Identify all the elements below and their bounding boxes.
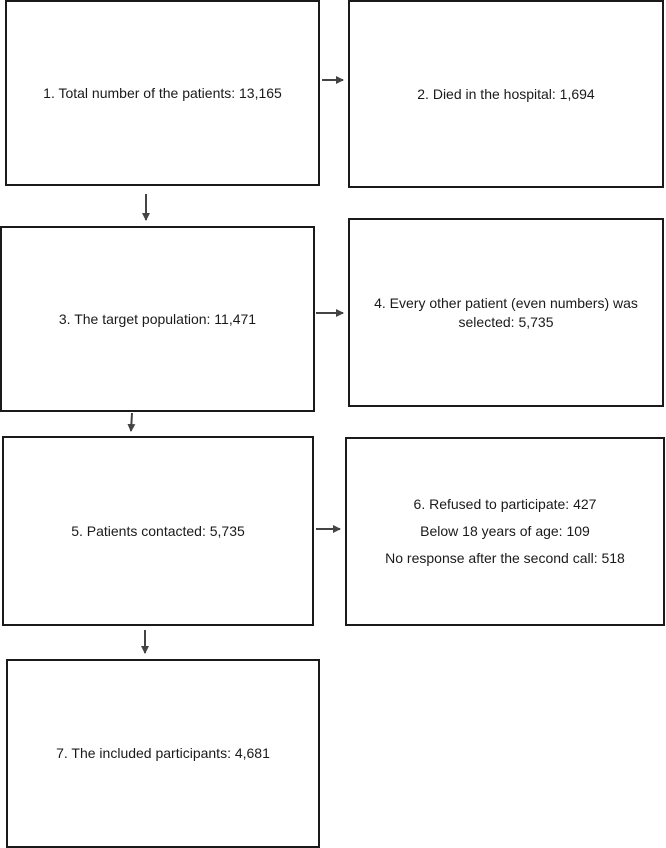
box-every-other-patient-text: 4. Every other patient (even numbers) wa… <box>374 294 638 330</box>
box-target-population: 3. The target population: 11,471 <box>0 226 315 412</box>
box-total-patients-text: 1. Total number of the patients: 13,165 <box>43 84 282 101</box>
box-patients-contacted-text: 5. Patients contacted: 5,735 <box>71 522 245 539</box>
box-included-participants: 7. The included participants: 4,681 <box>6 659 320 848</box>
box-exclusions: 6. Refused to participate: 427 Below 18 … <box>345 437 665 626</box>
box-patients-contacted: 5. Patients contacted: 5,735 <box>2 436 314 626</box>
box-died-in-hospital: 2. Died in the hospital: 1,694 <box>348 0 664 188</box>
box-total-patients: 1. Total number of the patients: 13,165 <box>5 0 320 186</box>
box-exclusions-no-response: No response after the second call: 518 <box>385 549 625 566</box>
box-exclusions-underage: Below 18 years of age: 109 <box>420 523 590 540</box>
box-exclusions-refused: 6. Refused to participate: 427 <box>413 496 597 513</box>
arrow-3-to-5 <box>127 412 136 432</box>
box-died-in-hospital-text: 2. Died in the hospital: 1,694 <box>417 85 595 102</box>
box-every-other-patient: 4. Every other patient (even numbers) wa… <box>348 218 664 407</box>
box-target-population-text: 3. The target population: 11,471 <box>58 310 257 327</box>
box-included-participants-text: 7. The included participants: 4,681 <box>56 745 270 762</box>
